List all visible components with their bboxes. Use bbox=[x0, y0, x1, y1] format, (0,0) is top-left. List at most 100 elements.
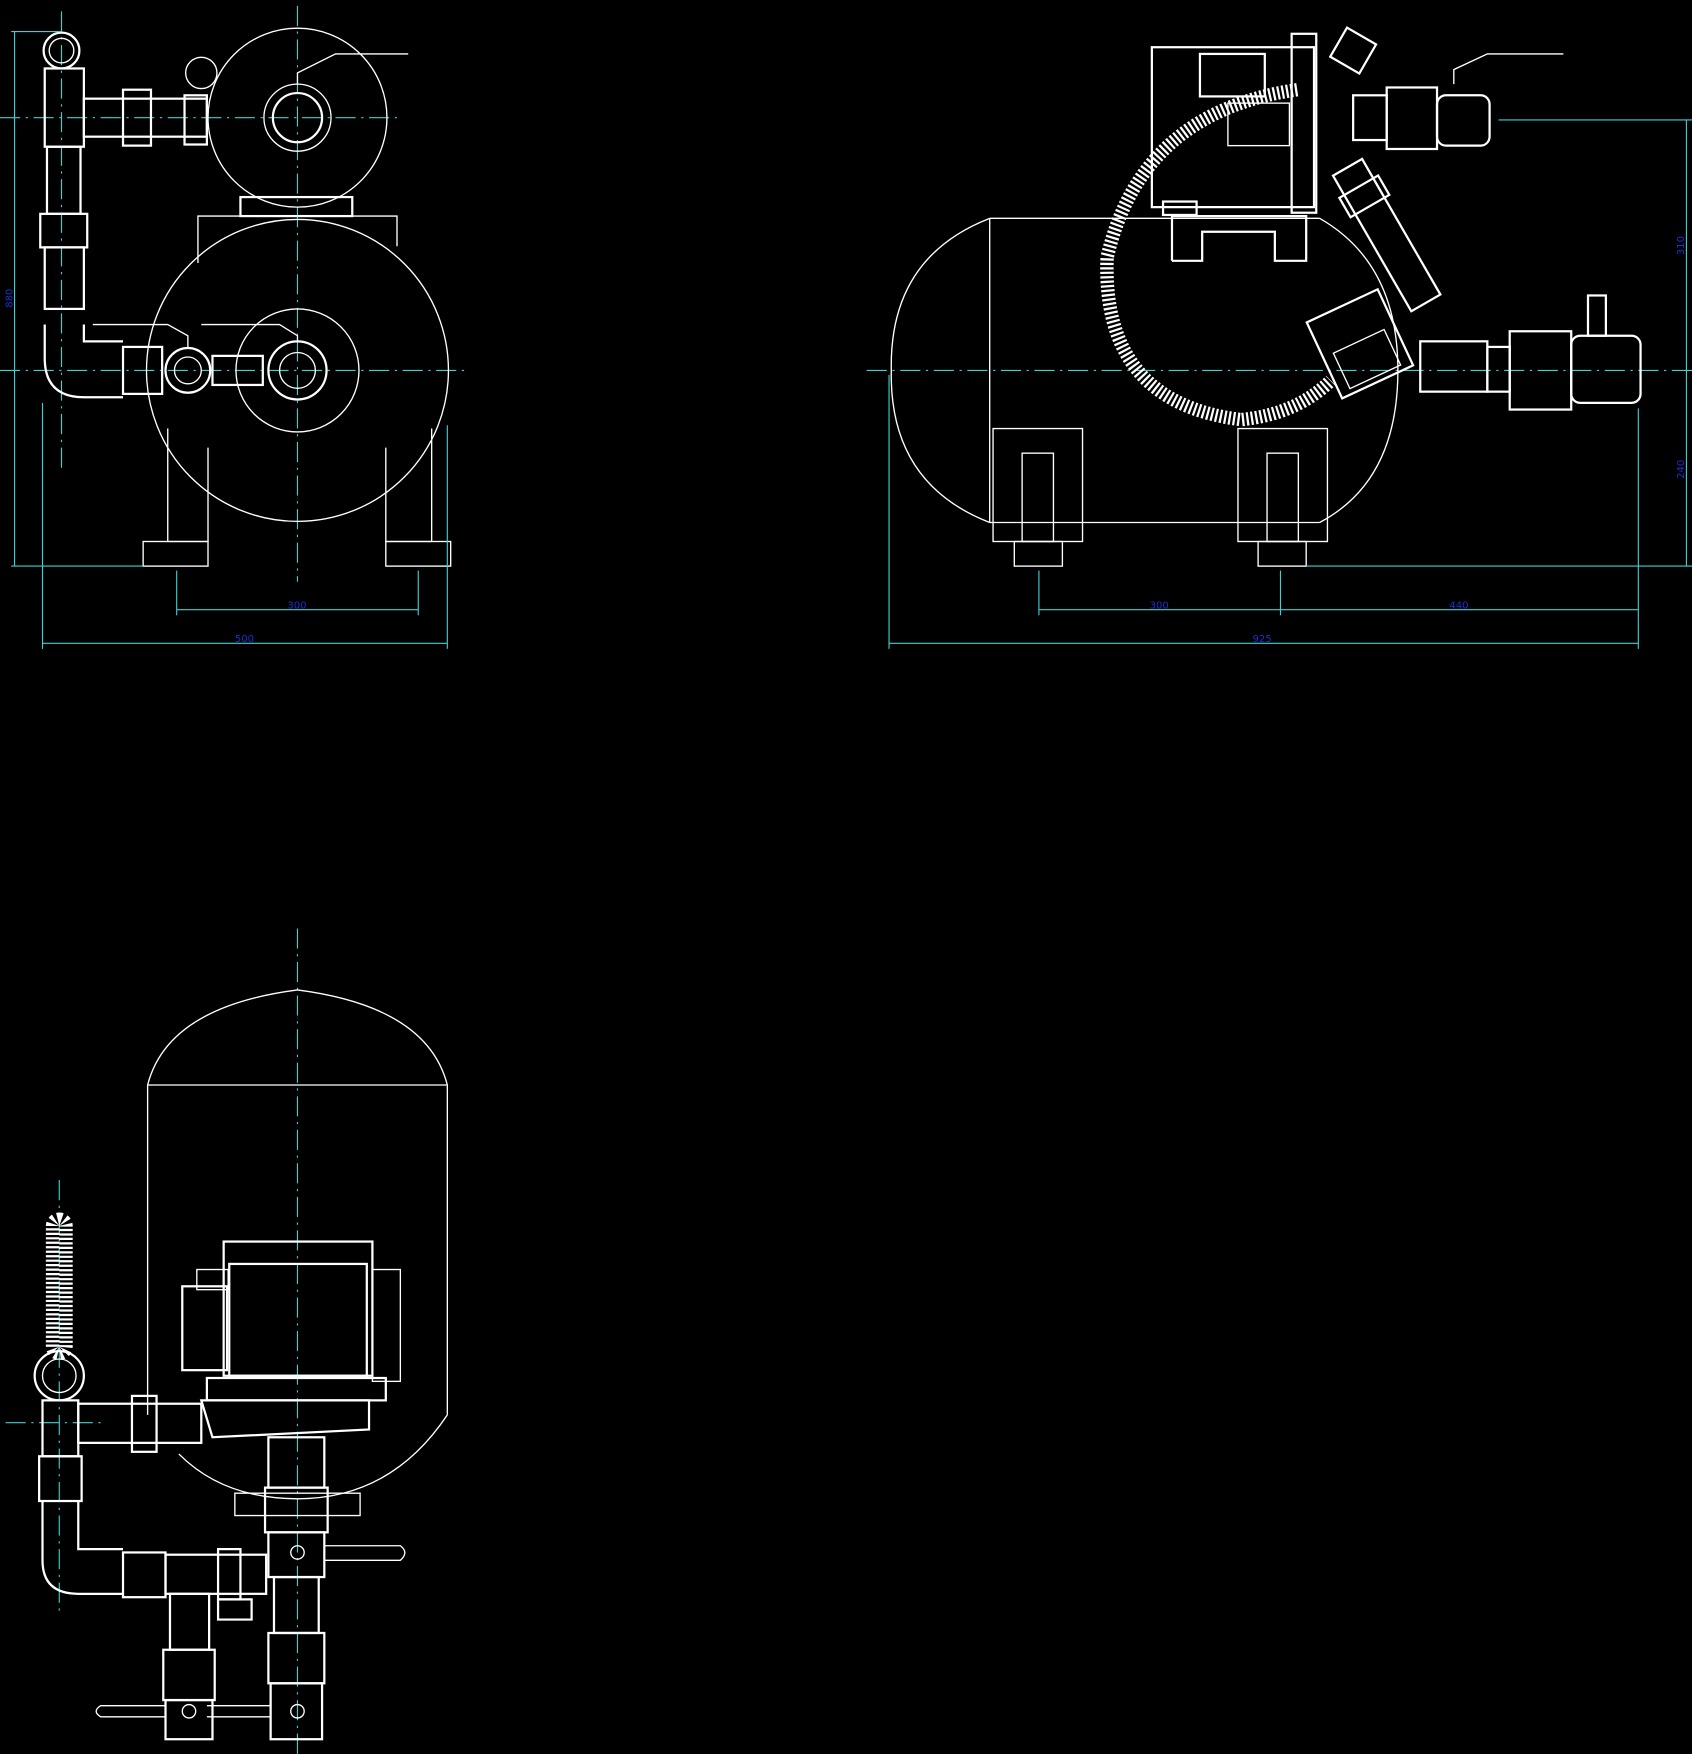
outlet-valve-lower bbox=[269, 1682, 324, 1741]
gauge-dial bbox=[48, 37, 75, 64]
valve-handle bbox=[296, 53, 409, 85]
vertical-union bbox=[38, 1455, 83, 1503]
side-view: 300 440 925 310 240 bbox=[866, 26, 1692, 649]
outlet-nut bbox=[1385, 86, 1439, 151]
left-leg bbox=[167, 428, 209, 543]
switch-body bbox=[1305, 287, 1415, 400]
pump-bracket bbox=[1170, 214, 1308, 262]
tee-fitting bbox=[41, 1399, 80, 1458]
tee-fitting bbox=[43, 67, 85, 148]
vertical-union bbox=[39, 212, 89, 249]
pump-volute bbox=[199, 1399, 371, 1439]
pipe-elbow bbox=[43, 324, 124, 399]
manifold-union bbox=[216, 1547, 242, 1601]
drain-valve-handle bbox=[95, 1704, 166, 1718]
dim-leg-spacing-label: 300 bbox=[1150, 601, 1169, 612]
pressure-gauge-icon bbox=[1328, 26, 1378, 76]
pump-cap bbox=[184, 56, 218, 90]
tank-body bbox=[989, 217, 1320, 524]
motor-flange bbox=[205, 1376, 387, 1402]
outlet-union-lower bbox=[267, 1631, 326, 1685]
outlet-valve-handle bbox=[324, 1545, 406, 1561]
flexible-hose bbox=[1100, 83, 1336, 427]
tank-base bbox=[234, 1492, 361, 1517]
dim-length-label: 925 bbox=[1253, 634, 1272, 645]
tank-right-head bbox=[1319, 217, 1399, 524]
pump-base bbox=[239, 195, 354, 218]
motor-fan-cover bbox=[371, 1268, 402, 1383]
tank-flange bbox=[235, 308, 360, 433]
ball-valve-1-handle bbox=[92, 323, 189, 349]
check-valve bbox=[43, 246, 85, 311]
valve-stem bbox=[290, 1703, 305, 1719]
lower-union bbox=[1486, 345, 1511, 393]
inlet-union bbox=[121, 1551, 167, 1599]
dim-upper-height-label: 310 bbox=[1676, 236, 1687, 255]
terminal-box bbox=[1198, 52, 1266, 98]
ball-valve-2-bore bbox=[278, 351, 317, 389]
pipe-nut bbox=[183, 94, 209, 146]
ball-valve-2-handle bbox=[201, 323, 299, 342]
tank-bottom-dome bbox=[178, 1414, 448, 1500]
drain-ball-valve bbox=[164, 1698, 214, 1741]
right-foot bbox=[385, 540, 452, 567]
front-view: 880 300 500 bbox=[0, 5, 470, 649]
outlet-ball-valve bbox=[1435, 94, 1491, 147]
right-leg bbox=[1237, 427, 1329, 543]
cable-gland bbox=[196, 1268, 229, 1291]
diagonal-pipe bbox=[1331, 157, 1442, 313]
dim-outlet-offset-label: 440 bbox=[1449, 601, 1468, 612]
drain-union bbox=[162, 1648, 216, 1702]
left-foot bbox=[142, 540, 209, 567]
manifold-valve-lever bbox=[216, 1598, 253, 1621]
ball-valve-1-bore bbox=[173, 356, 202, 385]
outlet-valve-handle bbox=[1453, 53, 1564, 85]
motor-foot bbox=[1161, 200, 1198, 217]
pipe-elbow bbox=[41, 1501, 124, 1595]
manifold-pipe bbox=[164, 1553, 268, 1595]
union-fitting bbox=[121, 88, 153, 147]
connector-pipe bbox=[211, 354, 264, 387]
dim-lower-height-label: 240 bbox=[1676, 460, 1687, 479]
outlet-union bbox=[1352, 94, 1388, 142]
union-fitting bbox=[130, 1394, 158, 1453]
left-leg bbox=[992, 427, 1084, 543]
motor-body bbox=[228, 1262, 368, 1377]
flexible-hose bbox=[45, 1212, 73, 1361]
valve-stem bbox=[290, 1545, 305, 1560]
pump-port-inner bbox=[271, 91, 324, 144]
outlet-pipe-lower bbox=[272, 1575, 320, 1635]
valve-stem bbox=[181, 1703, 197, 1719]
tank-left-head bbox=[890, 217, 990, 524]
pipe-union bbox=[1337, 173, 1391, 219]
pressure-switch bbox=[1305, 287, 1415, 400]
gauge-dial bbox=[41, 1358, 77, 1394]
dim-leg-spacing-label: 300 bbox=[287, 601, 306, 612]
tank-top-dome bbox=[146, 989, 448, 1086]
left-leg-web bbox=[1021, 452, 1055, 543]
lower-valve-stem bbox=[1586, 294, 1608, 337]
left-foot bbox=[1013, 540, 1064, 567]
right-leg-web bbox=[1266, 452, 1300, 543]
outlet-lower-handle bbox=[206, 1704, 271, 1718]
dim-width-label: 500 bbox=[235, 634, 254, 645]
right-foot bbox=[1257, 540, 1307, 567]
outlet-union bbox=[263, 1486, 329, 1534]
outlet-ball-valve bbox=[267, 1531, 326, 1579]
lower-ball-valve bbox=[1570, 334, 1642, 404]
switch-window bbox=[1332, 328, 1402, 390]
inlet-union bbox=[121, 345, 164, 396]
drain-pipe bbox=[168, 1592, 211, 1651]
tank-shell bbox=[145, 218, 450, 523]
pump-inlet-pipe bbox=[77, 1402, 203, 1444]
pipe-body bbox=[1331, 157, 1442, 313]
vertical-pipe bbox=[45, 145, 82, 215]
motor bbox=[1150, 46, 1316, 209]
terminal-box bbox=[181, 1285, 229, 1372]
dim-height-label: 880 bbox=[4, 289, 15, 308]
outlet-pipe bbox=[267, 1436, 326, 1489]
pump-flange bbox=[1290, 32, 1318, 214]
right-leg bbox=[385, 428, 433, 543]
top-view bbox=[5, 928, 448, 1754]
